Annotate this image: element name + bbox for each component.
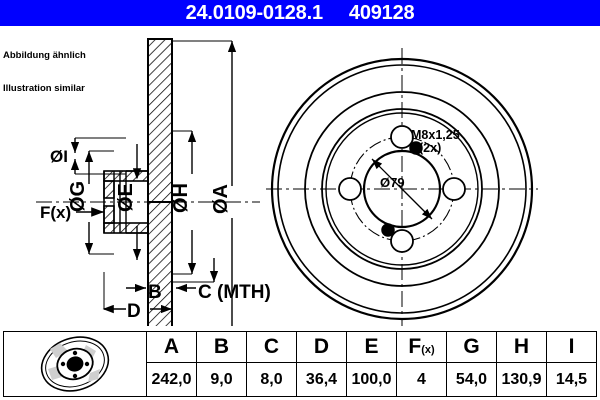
table-header-Fx-main: F <box>408 335 422 359</box>
disc-rim-top <box>147 38 173 203</box>
table-header-E: E <box>346 330 397 364</box>
dimension-phi-A: ØA <box>172 40 237 326</box>
dimension-phi-E: ØE <box>115 144 142 260</box>
brake-disc-icon <box>40 336 110 392</box>
dimension-label-D: D <box>127 301 141 322</box>
brake-disc-icon-cell <box>3 331 147 397</box>
annotation-bore-label: Ø79 <box>380 175 405 190</box>
dimension-label-phi-H: ØH <box>170 183 192 213</box>
dimension-label-phi-E: ØE <box>115 183 137 212</box>
table-value-E: 100,0 <box>346 362 397 397</box>
bolt-hole <box>442 177 466 201</box>
technical-drawing: ØI ØG ØE ØH <box>36 38 538 326</box>
dimension-label-B: B <box>148 282 162 303</box>
dimension-label-phi-I: ØI <box>50 147 68 166</box>
illustration-note: Abbildung ähnlich Illustration similar <box>3 28 86 116</box>
table-value-H: 130,9 <box>496 362 547 397</box>
face-view: M8x1,25 (2x) Ø79 <box>266 48 538 326</box>
dimension-label-F-x: F(x) <box>40 203 71 222</box>
header-bar: 24.0109-0128.1 409128 <box>0 0 600 26</box>
hub-collar-lower <box>103 205 115 224</box>
annotation-thread: M8x1,25 (2x) <box>411 128 460 155</box>
bolt-hole <box>390 125 414 149</box>
table-header-row: A B C D E F(x) G H I <box>3 330 597 397</box>
bolt-hole <box>390 229 414 253</box>
table-value-Fx: 4 <box>396 362 447 397</box>
threaded-hole-m8 <box>409 141 423 155</box>
dimension-C: C (MTH) <box>172 258 271 303</box>
dimension-label-C: C (MTH) <box>198 282 271 303</box>
table-value-A: 242,0 <box>146 362 197 397</box>
bolt-hole <box>338 177 362 201</box>
table-header-I: I <box>546 330 597 364</box>
dimension-phi-H: ØH <box>170 130 197 275</box>
dimension-phi-I: ØI <box>50 137 126 175</box>
dimension-F-x: F(x) <box>40 203 104 222</box>
table-value-B: 9,0 <box>196 362 247 397</box>
disc-rim-bottom <box>147 201 173 326</box>
specification-table: A B C D E F(x) G H I 242,0 9,0 8,0 36,4 … <box>3 330 597 397</box>
hub-collar-upper <box>103 180 115 199</box>
table-header-Fx: F(x) <box>396 330 447 364</box>
illustration-note-en: Illustration similar <box>3 83 85 94</box>
table-header-Fx-sub: (x) <box>421 344 435 357</box>
table-header-G: G <box>446 330 497 364</box>
annotation-bore: Ø79 <box>371 158 433 220</box>
table-value-I: 14,5 <box>546 362 597 397</box>
table-values-row: 242,0 9,0 8,0 36,4 100,0 4 54,0 130,9 14… <box>4 362 597 397</box>
table-header-H: H <box>496 330 547 364</box>
table-header-B: B <box>196 330 247 364</box>
threaded-hole-m8 <box>381 223 395 237</box>
annotation-thread-count: (2x) <box>419 141 441 155</box>
illustration-note-de: Abbildung ähnlich <box>3 50 86 61</box>
table-header-A: A <box>146 330 197 364</box>
table-header-C: C <box>246 330 297 364</box>
dimension-phi-G: ØG <box>67 150 114 255</box>
table-value-G: 54,0 <box>446 362 497 397</box>
annotation-thread-label: M8x1,25 <box>411 128 460 142</box>
section-view: ØI ØG ØE ØH <box>36 38 271 326</box>
dimension-label-phi-G: ØG <box>67 181 89 212</box>
table-value-D: 36,4 <box>296 362 347 397</box>
article-number: 409128 <box>348 1 415 24</box>
dimension-B: B <box>126 282 162 303</box>
dimension-label-phi-A: ØA <box>210 184 232 214</box>
part-number: 24.0109-0128.1 <box>185 1 324 24</box>
dimension-D: D <box>102 272 173 322</box>
table-header-D: D <box>296 330 347 364</box>
table-value-C: 8,0 <box>246 362 297 397</box>
